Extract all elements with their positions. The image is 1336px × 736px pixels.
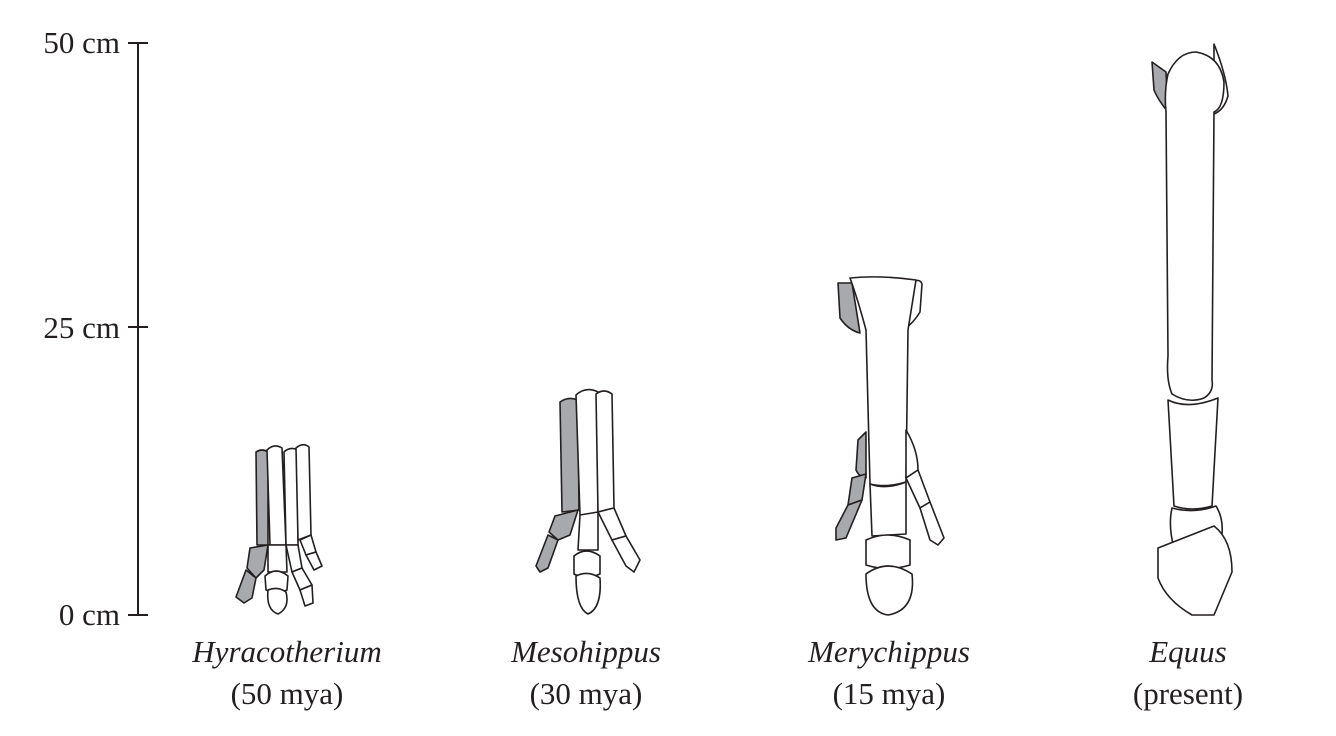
specimen-labels: Hyracotherium (50 mya) Mesohippus (30 my… <box>191 634 1243 711</box>
merychippus-foot-drawing <box>835 276 945 616</box>
hyracotherium-foot-drawing <box>235 443 323 615</box>
merychippus-age-label: (15 mya) <box>833 676 946 711</box>
equus-foot-drawing <box>1151 43 1233 616</box>
hyracotherium-age-label: (50 mya) <box>231 676 344 711</box>
equus-genus-label: Equus <box>1148 634 1227 669</box>
merychippus-genus-label: Merychippus <box>807 634 970 669</box>
mesohippus-genus-label: Mesohippus <box>510 634 661 669</box>
mesohippus-foot-drawing <box>535 388 641 615</box>
mesohippus-age-label: (30 mya) <box>530 676 643 711</box>
scale-label-50: 50 cm <box>43 25 120 60</box>
hyracotherium-genus-label: Hyracotherium <box>191 634 381 669</box>
scale-bar: 50 cm 25 cm 0 cm <box>43 25 148 632</box>
equus-age-label: (present) <box>1133 676 1243 711</box>
scale-label-0: 0 cm <box>59 597 120 632</box>
scale-label-25: 25 cm <box>43 310 120 345</box>
